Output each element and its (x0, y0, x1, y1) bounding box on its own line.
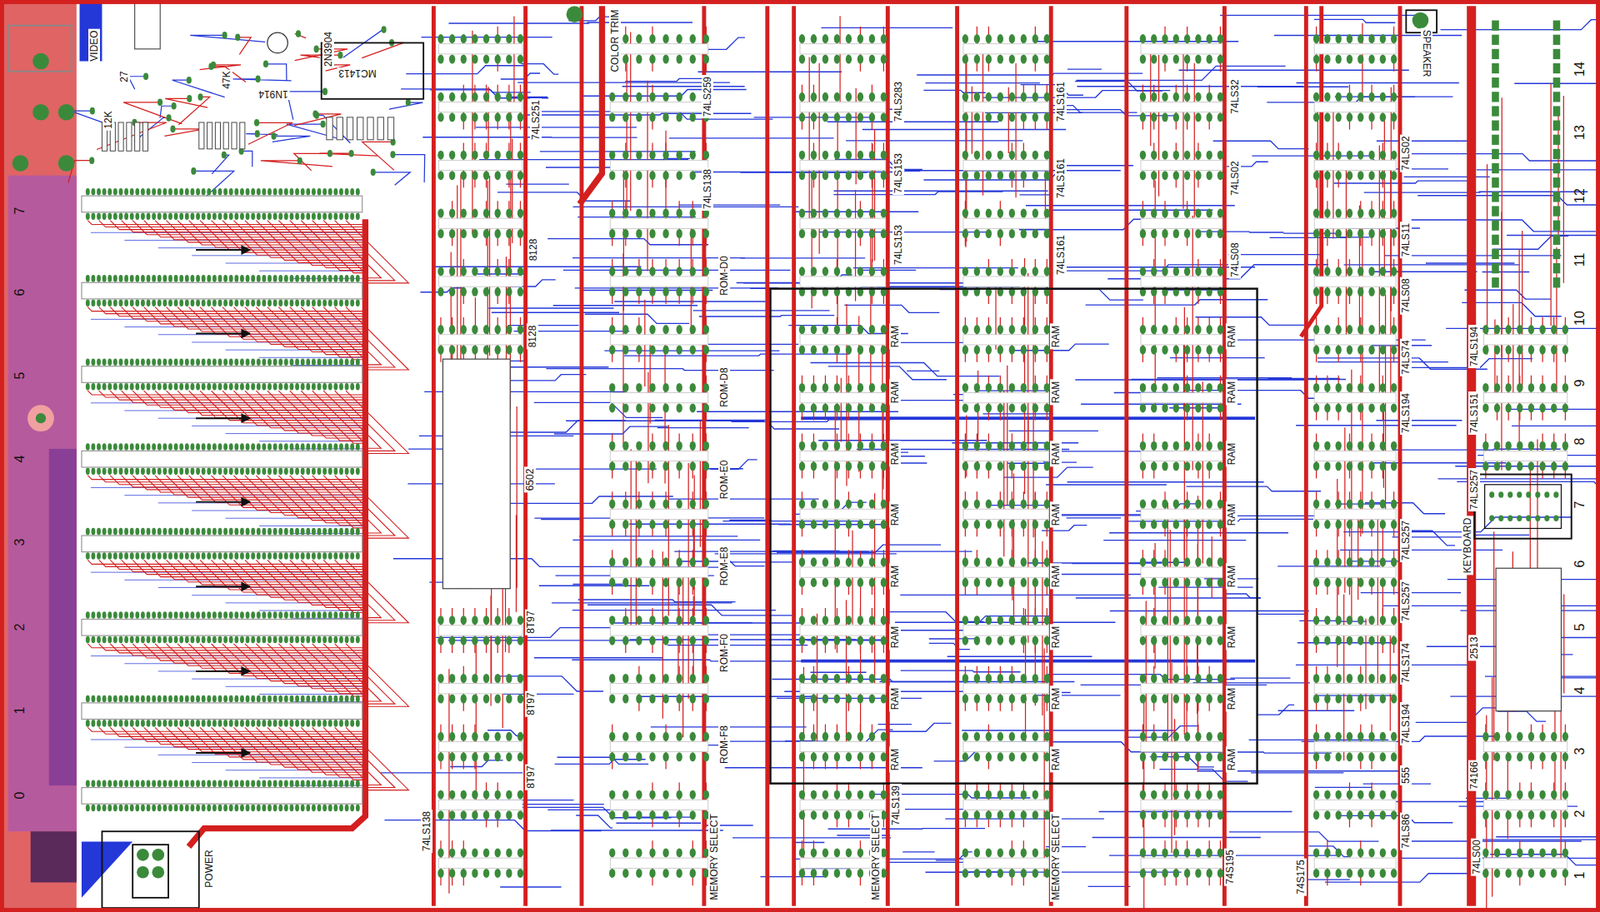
board-stage: VIDEO2712K47K1N9142N3904MC1413COLOR TRIM… (0, 0, 1600, 912)
